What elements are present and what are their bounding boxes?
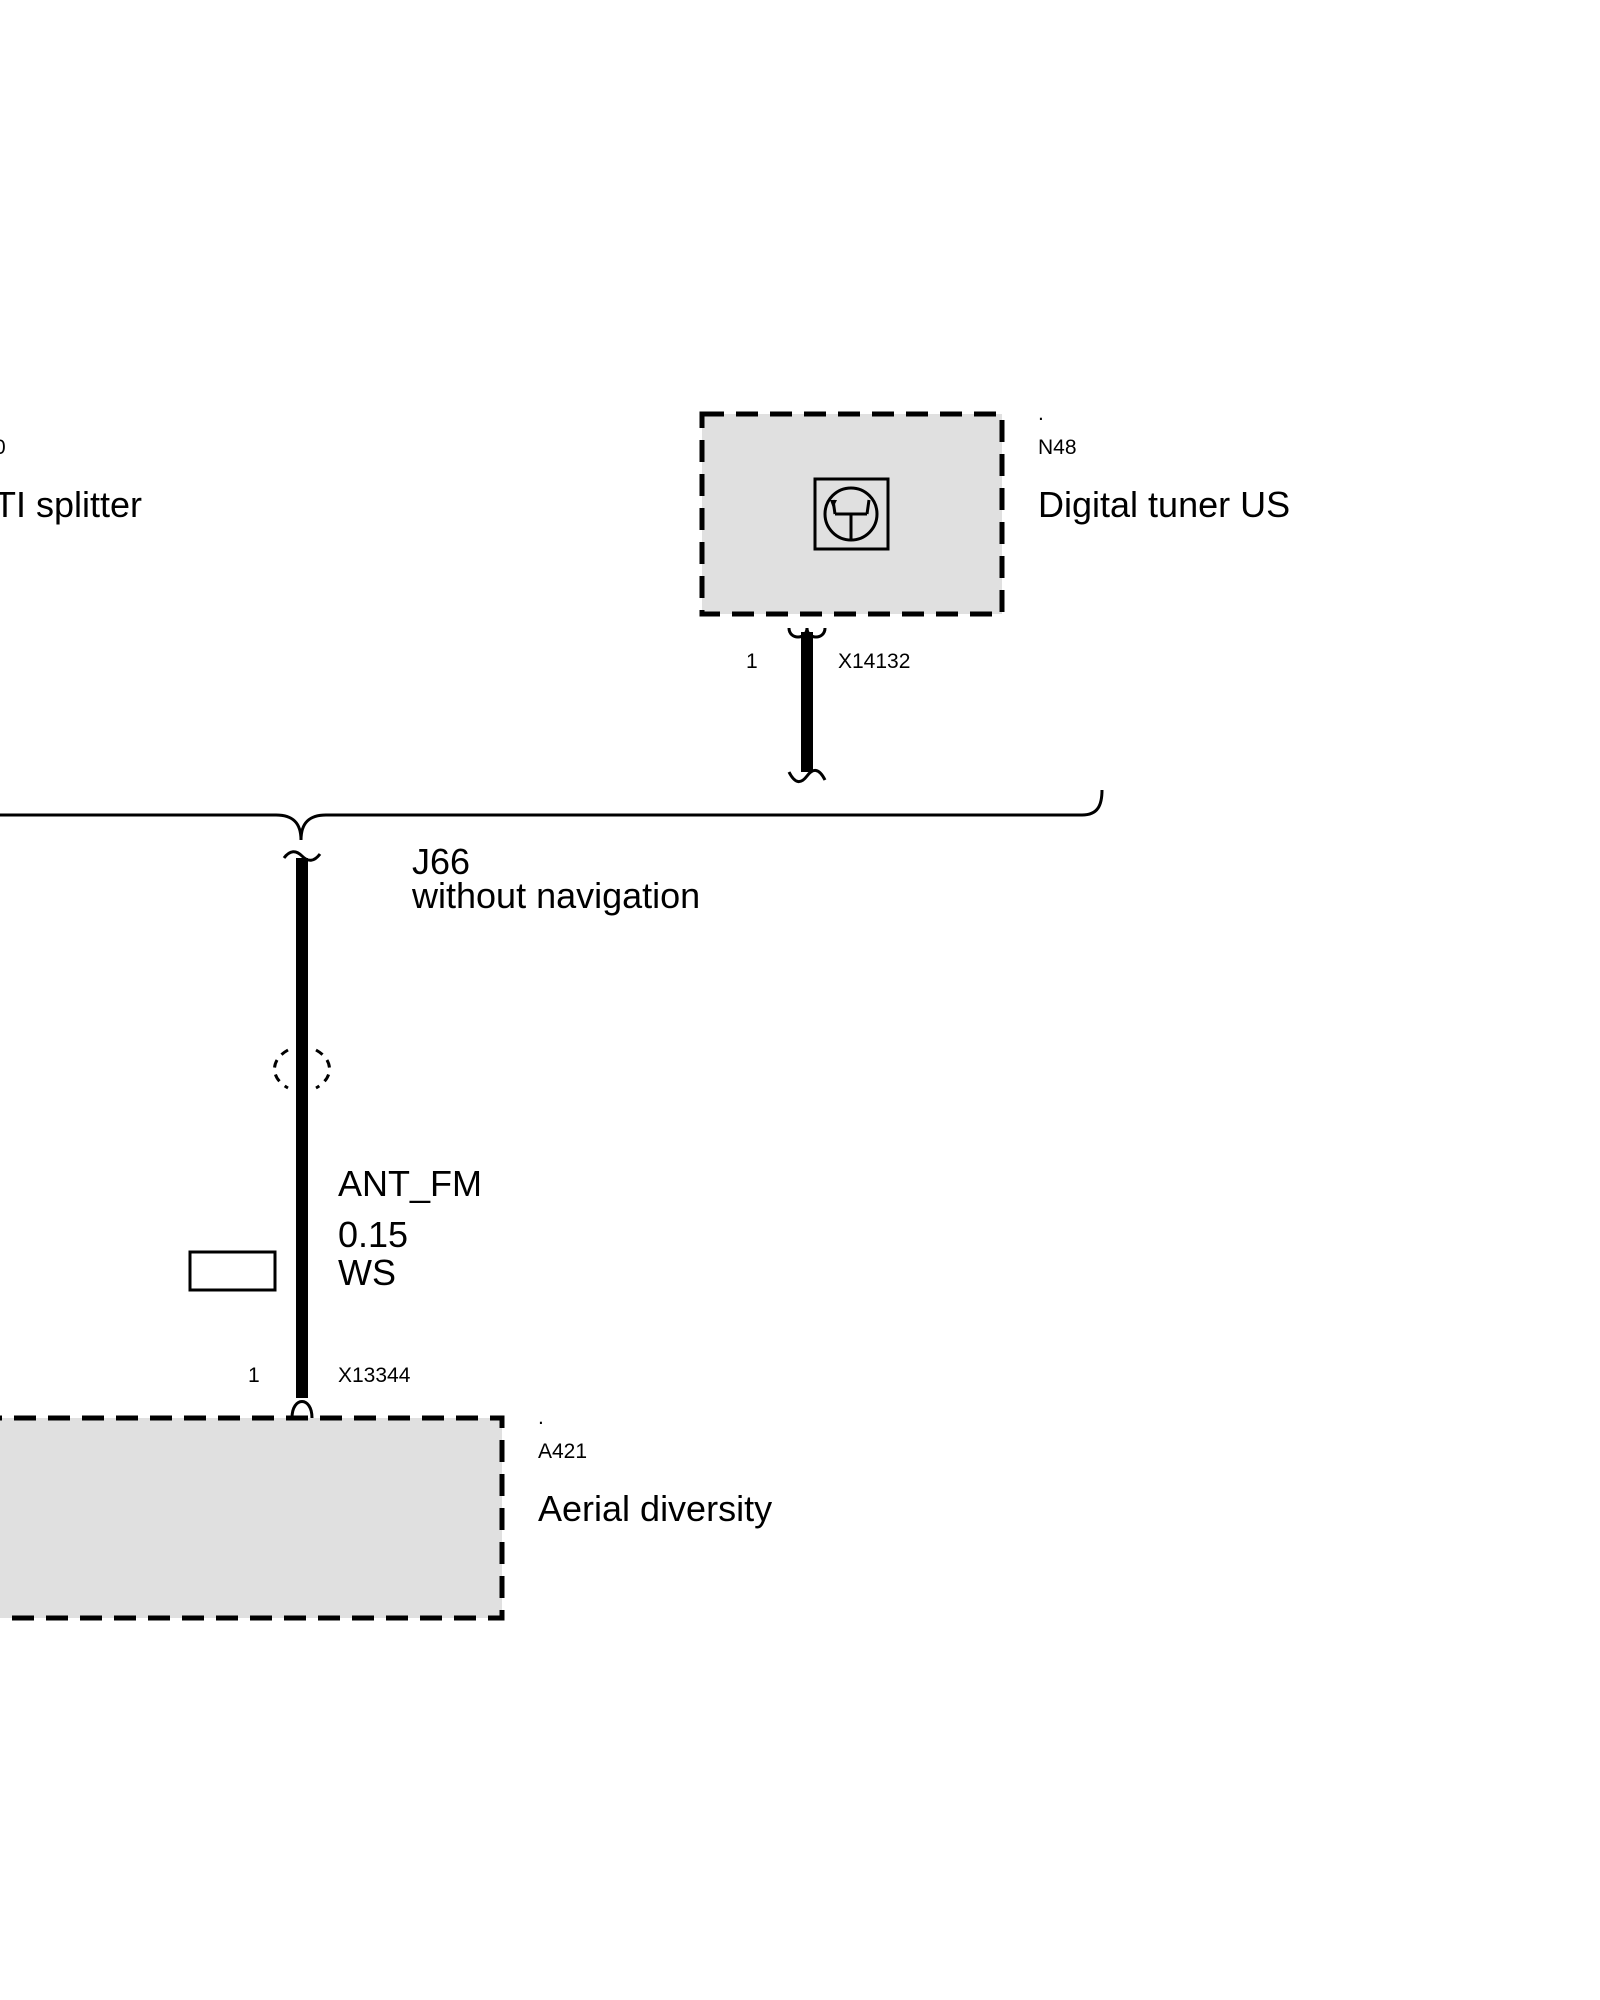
a421-code: A421 bbox=[538, 1440, 587, 1463]
a421-connector-label: X13344 bbox=[338, 1364, 411, 1387]
a421-box[interactable] bbox=[0, 1415, 505, 1621]
wire-signal: ANT_FM bbox=[338, 1163, 482, 1204]
n48-dot: . bbox=[1038, 402, 1044, 425]
junction-note: without navigation bbox=[411, 875, 700, 916]
n48-connector[interactable] bbox=[787, 627, 827, 783]
junction-code: J66 bbox=[412, 841, 470, 882]
transistor-tuner-icon bbox=[813, 477, 890, 551]
n48-pin: 1 bbox=[746, 650, 758, 673]
a421-dot: . bbox=[538, 1406, 544, 1429]
a421-name: Aerial diversity bbox=[538, 1488, 772, 1529]
n48-code: N48 bbox=[1038, 436, 1077, 459]
junction-bus bbox=[0, 789, 1104, 841]
ant-fm-wire[interactable] bbox=[273, 850, 331, 1419]
left-component-code: 0 bbox=[0, 436, 6, 459]
wire-color-code: WS bbox=[338, 1252, 396, 1293]
wire-color-swatch bbox=[188, 1250, 277, 1292]
n48-name: Digital tuner US bbox=[1038, 484, 1290, 525]
n48-component[interactable] bbox=[699, 411, 1005, 617]
a421-pin: 1 bbox=[248, 1364, 260, 1387]
wire-cross-section: 0.15 bbox=[338, 1214, 408, 1255]
left-component-name: TI splitter bbox=[0, 484, 142, 525]
n48-connector-label: X14132 bbox=[838, 650, 910, 673]
